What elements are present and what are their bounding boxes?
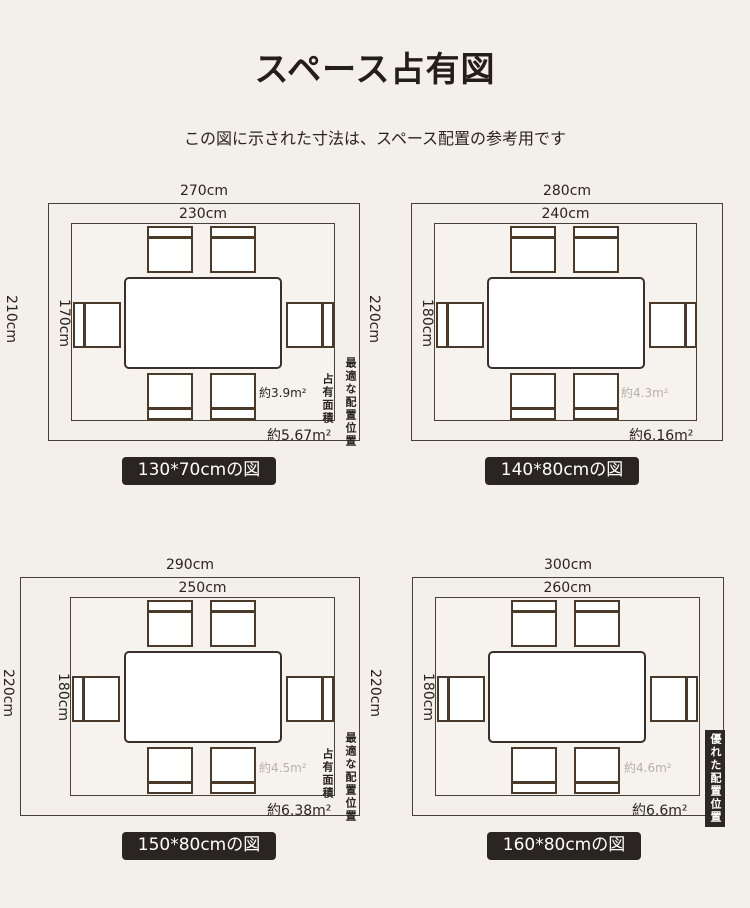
inner-height-label: 180cm xyxy=(55,673,71,722)
chair-backrest xyxy=(576,781,618,784)
chair xyxy=(73,302,121,348)
page-title: スペース占有図 xyxy=(254,50,496,90)
chair-backrest xyxy=(212,236,254,239)
occupied-area-vertical-label: 占有面積 xyxy=(321,373,334,425)
chair-backrest xyxy=(513,781,555,784)
inner-height-label: 180cm xyxy=(419,299,435,348)
chair-backrest xyxy=(82,678,85,720)
outer-width-label: 280cm xyxy=(542,183,592,199)
chair-backrest xyxy=(684,304,687,346)
chair-backrest xyxy=(83,304,86,346)
chair xyxy=(147,600,193,647)
chair-backrest xyxy=(575,407,617,410)
size-caption-badge: 160*80cmの図 xyxy=(487,832,641,860)
occupied-area-value: 約4.5m² xyxy=(259,761,307,775)
chair xyxy=(286,676,334,722)
size-caption-badge: 130*70cmの図 xyxy=(122,457,276,485)
chair-backrest xyxy=(149,781,191,784)
room-outline xyxy=(411,203,723,441)
chair-backrest xyxy=(576,610,618,613)
chair xyxy=(286,302,334,348)
chair-backrest xyxy=(575,236,617,239)
outer-height-label: 220cm xyxy=(366,295,382,344)
size-caption-badge: 140*80cmの図 xyxy=(485,457,639,485)
inner-height-label: 180cm xyxy=(420,673,436,722)
chair-backrest xyxy=(685,678,688,720)
outer-height-label: 220cm xyxy=(0,669,16,718)
dining-table xyxy=(487,277,645,369)
total-area-value: 約6.38m² xyxy=(267,803,332,819)
outer-width-label: 290cm xyxy=(165,557,215,573)
chair xyxy=(437,676,485,722)
occupied-area-value: 約3.9m² xyxy=(259,386,307,400)
chair xyxy=(511,747,557,794)
chair xyxy=(210,747,256,794)
outer-width-label: 300cm xyxy=(543,557,593,573)
chair-backrest xyxy=(212,407,254,410)
page-subtitle: この図に示された寸法は、スペース配置の参考用です xyxy=(183,129,567,148)
occupied-area-vertical-label: 占有面積 xyxy=(321,748,334,800)
optimal-position-vertical-label: 最適な配置位置 xyxy=(344,732,357,823)
optimal-position-vertical-label: 優れた配置位置 xyxy=(705,730,725,827)
chair xyxy=(510,373,556,420)
chair xyxy=(436,302,484,348)
chair xyxy=(574,747,620,794)
chair xyxy=(511,600,557,647)
outer-width-label: 270cm xyxy=(179,183,229,199)
inner-width-label: 230cm xyxy=(178,206,228,222)
dining-table xyxy=(124,277,282,369)
inner-height-label: 170cm xyxy=(56,299,72,348)
chair xyxy=(510,226,556,273)
chair-backrest xyxy=(149,407,191,410)
occupied-area-value: 約4.6m² xyxy=(624,761,672,775)
chair-backrest xyxy=(149,610,191,613)
optimal-position-vertical-label: 最適な配置位置 xyxy=(344,357,357,448)
chair xyxy=(649,302,697,348)
room-outline xyxy=(20,577,360,816)
room-outline xyxy=(48,203,360,441)
chair xyxy=(147,747,193,794)
inner-width-label: 260cm xyxy=(543,580,592,596)
chair-backrest xyxy=(321,304,324,346)
dining-table xyxy=(488,651,646,743)
chair xyxy=(210,600,256,647)
chair-backrest xyxy=(512,407,554,410)
chair xyxy=(573,373,619,420)
total-area-value: 約6.6m² xyxy=(632,803,688,819)
size-caption-badge: 150*80cmの図 xyxy=(122,832,276,860)
room-outline xyxy=(412,577,724,816)
chair xyxy=(210,226,256,273)
chair-backrest xyxy=(447,678,450,720)
inner-width-label: 240cm xyxy=(541,206,590,222)
chair xyxy=(147,373,193,420)
chair-backrest xyxy=(446,304,449,346)
chair-backrest xyxy=(149,236,191,239)
chair xyxy=(147,226,193,273)
total-area-value: 約6.16m² xyxy=(629,428,694,444)
inner-width-label: 250cm xyxy=(178,580,227,596)
dining-table xyxy=(124,651,282,743)
chair-backrest xyxy=(212,781,254,784)
total-area-value: 約5.67m² xyxy=(267,428,332,444)
chair xyxy=(574,600,620,647)
chair-backrest xyxy=(321,678,324,720)
chair xyxy=(72,676,120,722)
chair xyxy=(210,373,256,420)
chair xyxy=(573,226,619,273)
chair-backrest xyxy=(212,610,254,613)
outer-height-label: 220cm xyxy=(367,669,383,718)
outer-height-label: 210cm xyxy=(3,295,19,344)
chair-backrest xyxy=(513,610,555,613)
occupied-area-value: 約4.3m² xyxy=(621,386,669,400)
chair xyxy=(650,676,698,722)
chair-backrest xyxy=(512,236,554,239)
